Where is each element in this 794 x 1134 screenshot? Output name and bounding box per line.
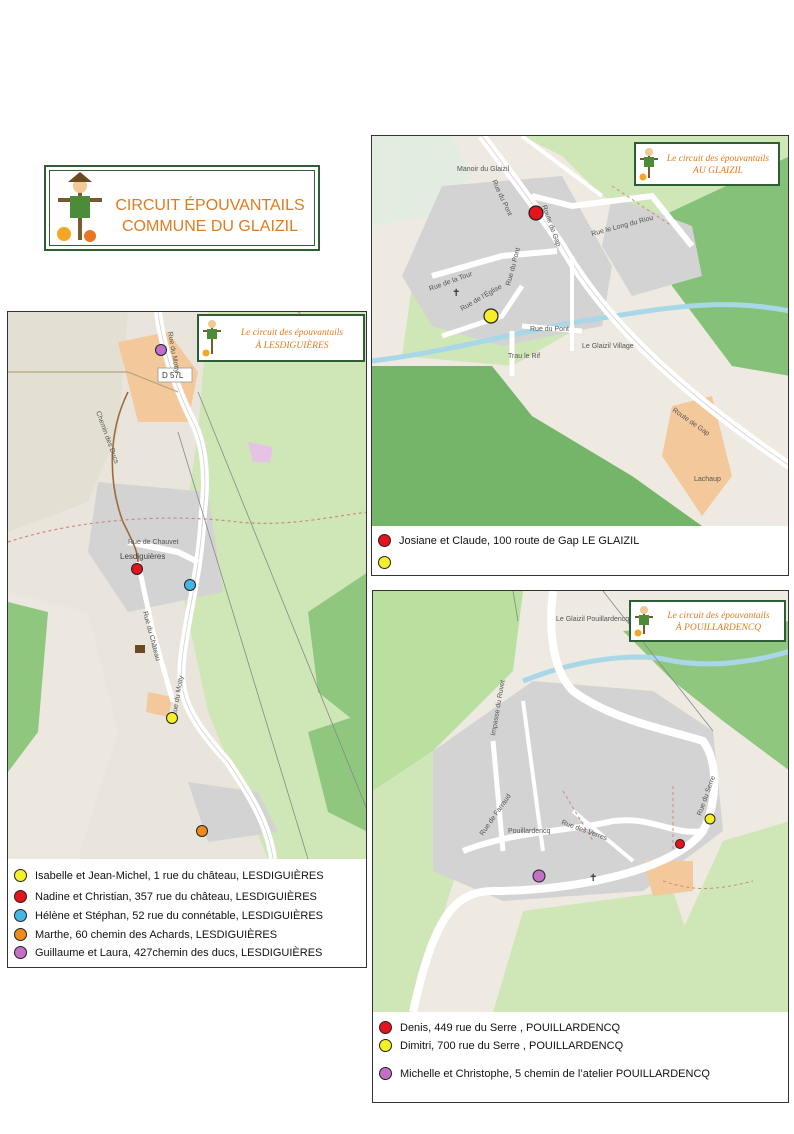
red-dot-icon: [14, 890, 27, 903]
title-line-1: CIRCUIT ÉPOUVANTAILS: [115, 197, 305, 214]
purple-dot-icon: [14, 946, 27, 959]
legend-item: Marthe, 60 chemin des Achards, LESDIGUIÈ…: [14, 928, 277, 941]
badge-line-1: Le circuit des épouvantails: [240, 328, 344, 338]
marker-red[interactable]: [675, 839, 685, 849]
legend-text: Marthe, 60 chemin des Achards, LESDIGUIÈ…: [35, 928, 278, 941]
trau-label: Trau le Rif: [508, 353, 540, 360]
badge-line-1: Le circuit des épouvantails: [666, 154, 770, 164]
legend-item: Josiane et Claude, 100 route de Gap LE G…: [378, 534, 639, 547]
legend-text: Guillaume et Laura, 427chemin des ducs, …: [35, 946, 323, 959]
pouillardencq-badge: Le circuit des épouvantails À POUILLARDE…: [629, 600, 786, 642]
marker-red[interactable]: [528, 205, 544, 221]
marker-blue[interactable]: [184, 579, 196, 591]
marker-purple[interactable]: [155, 344, 167, 356]
legend-item: Dimitri, 700 rue du Serre , POUILLARDENC…: [379, 1039, 623, 1052]
legend-text: Dimitri, 700 rue du Serre , POUILLARDENC…: [400, 1039, 624, 1052]
yellow-dot-icon: [14, 869, 27, 882]
marker-yellow[interactable]: [483, 308, 499, 324]
legend-item: Michelle et Christophe, 5 chemin de l’at…: [379, 1067, 710, 1080]
village-label: Lesdiguières: [120, 552, 165, 561]
badge-line-2: AU GLAIZIL: [693, 166, 743, 176]
legend-item: Hélène et Stéphan, 52 rue du connétable,…: [14, 909, 323, 922]
legend-item: [378, 556, 399, 569]
legend-item: Denis, 449 rue du Serre , POUILLARDENCQ: [379, 1021, 620, 1034]
chauvet-label: Rue de Chauvet: [128, 539, 179, 546]
legend-text: Josiane et Claude, 100 route de Gap LE G…: [399, 534, 640, 547]
yellow-dot-icon: [378, 556, 391, 569]
bus-stop-label: Le Glaizil Village: [582, 343, 634, 350]
legend-text: Denis, 449 rue du Serre , POUILLARDENCQ: [400, 1021, 621, 1034]
legend-text: Michelle et Christophe, 5 chemin de l’at…: [400, 1067, 710, 1080]
pouillardencq-panel: Le Glaizil Pouillardencq Impasse du Ruve…: [372, 590, 789, 1103]
lesdiguieres-map[interactable]: D 57L Rue du Motty Chemin des Ducs Rue d…: [8, 312, 367, 859]
rue-pont3-label: Rue du Pont: [530, 326, 569, 333]
lesdiguieres-panel: D 57L Rue du Motty Chemin des Ducs Rue d…: [7, 311, 367, 968]
church-icon: ✝: [452, 288, 460, 299]
red-dot-icon: [379, 1021, 392, 1034]
legend-item: Nadine et Christian, 357 rue du château,…: [14, 890, 317, 903]
marker-orange[interactable]: [196, 825, 208, 837]
glaizil-panel: Manoir du Glaizil Rue du Pont Route de G…: [371, 135, 789, 576]
legend-item: Isabelle et Jean-Michel, 1 rue du châtea…: [14, 869, 324, 882]
lesdiguieres-legend: Isabelle et Jean-Michel, 1 rue du châtea…: [8, 859, 366, 967]
marker-yellow[interactable]: [704, 813, 716, 825]
village-label: Pouillardencq: [508, 828, 551, 835]
church-icon: ✝: [589, 873, 597, 884]
glaizil-map[interactable]: Manoir du Glaizil Rue du Pont Route de G…: [372, 136, 789, 526]
pouillardencq-map[interactable]: Le Glaizil Pouillardencq Impasse du Ruve…: [373, 591, 789, 1012]
bus-stop-label: Le Glaizil Pouillardencq: [556, 616, 629, 623]
d57l-label: D 57L: [162, 371, 184, 380]
badge-line-2: À POUILLARDENCQ: [675, 623, 762, 633]
legend-text: Hélène et Stéphan, 52 rue du connétable,…: [35, 909, 324, 922]
glaizil-legend: Josiane et Claude, 100 route de Gap LE G…: [372, 526, 788, 575]
manoir-label: Manoir du Glaizil: [457, 166, 510, 173]
blue-dot-icon: [14, 909, 27, 922]
yellow-dot-icon: [379, 1039, 392, 1052]
pouillardencq-legend: Denis, 449 rue du Serre , POUILLARDENCQ …: [373, 1012, 788, 1102]
badge-line-1: Le circuit des épouvantails: [667, 611, 770, 621]
glaizil-badge: Le circuit des épouvantails AU GLAIZIL: [634, 142, 780, 186]
lesdiguieres-badge: Le circuit des épouvantails À LESDIGUIÈR…: [197, 314, 365, 362]
title-card: CIRCUIT ÉPOUVANTAILS COMMUNE DU GLAIZIL: [44, 165, 320, 251]
marker-yellow[interactable]: [166, 712, 178, 724]
castle-icon: [135, 645, 145, 653]
legend-item: Guillaume et Laura, 427chemin des ducs, …: [14, 946, 322, 959]
scarecrow-icon: [634, 606, 653, 637]
legend-text: Nadine et Christian, 357 rue du château,…: [35, 890, 317, 903]
badge-line-2: À LESDIGUIÈRES: [255, 341, 329, 351]
marker-purple[interactable]: [532, 869, 546, 883]
scarecrow-icon: [202, 320, 221, 357]
lachaup-label: Lachaup: [694, 476, 721, 483]
scarecrow-icon: [57, 172, 102, 242]
orange-dot-icon: [14, 928, 27, 941]
legend-text: Isabelle et Jean-Michel, 1 rue du châtea…: [35, 869, 324, 882]
scarecrow-icon: [639, 148, 658, 181]
purple-dot-icon: [379, 1067, 392, 1080]
title-line-2: COMMUNE DU GLAIZIL: [121, 218, 298, 235]
marker-red[interactable]: [131, 563, 143, 575]
red-dot-icon: [378, 534, 391, 547]
